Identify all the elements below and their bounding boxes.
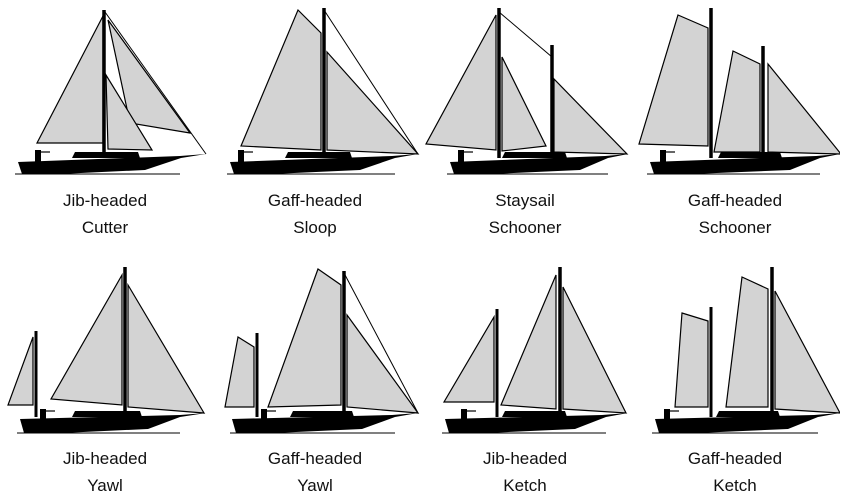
hull: [230, 154, 418, 174]
rig-gaff-headed-ketch: Gaff-headed Ketch: [630, 247, 840, 495]
rig-label-line-1: Staysail: [495, 191, 555, 210]
jib-headed-ketch-illustration: [442, 267, 628, 434]
forestay: [104, 11, 207, 155]
jib: [767, 62, 840, 155]
foresail: [425, 14, 497, 151]
cabin: [285, 152, 352, 158]
rig-label-line-1: Gaff-headed: [687, 449, 783, 468]
jib: [562, 286, 628, 414]
cabin: [716, 411, 780, 417]
rig-jib-headed-yawl: Jib-headed Yawl: [0, 247, 210, 495]
cabin: [72, 152, 140, 158]
staysail-schooner-illustration: [425, 8, 629, 175]
mizzen: [442, 314, 495, 403]
jib: [774, 290, 840, 414]
topmast-stay: [343, 272, 419, 414]
mainsail: [36, 15, 104, 144]
rig-label: Jib-headed Cutter: [0, 187, 210, 241]
gaff-headed-sloop-illustration: [227, 8, 420, 175]
cockpit-post: [40, 409, 46, 423]
rig-label-line-1: Gaff-headed: [267, 449, 363, 468]
mizzen: [7, 336, 34, 406]
gaff-mainsail: [267, 268, 342, 408]
rig-label: Gaff-headed Sloop: [210, 187, 420, 241]
rig-label-line-2: Cutter: [81, 218, 129, 237]
mainsail: [500, 274, 557, 410]
jib: [326, 50, 420, 155]
rig-gaff-headed-yawl: Gaff-headed Yawl: [210, 247, 420, 495]
cabin: [72, 411, 142, 417]
rig-label: Gaff-headed Ketch: [630, 445, 840, 499]
rig-label-line-1: Gaff-headed: [267, 191, 363, 210]
hull: [650, 154, 840, 174]
gaff-headed-schooner-illustration: [638, 8, 840, 175]
cockpit-post: [461, 409, 467, 423]
rig-jib-headed-cutter: Jib-headed Cutter: [0, 0, 210, 246]
rig-label-line-1: Jib-headed: [62, 449, 148, 468]
rig-label: Jib-headed Ketch: [420, 445, 630, 499]
gaff-mainsail: [713, 50, 761, 153]
topmast-stay: [323, 9, 419, 155]
rig-gaff-headed-sloop: Gaff-headed Sloop: [210, 0, 420, 246]
rig-label-line-2: Sloop: [293, 218, 337, 237]
cockpit-post: [35, 150, 41, 164]
rig-label: Gaff-headed Yawl: [210, 445, 420, 499]
rig-label-line-1: Jib-headed: [62, 191, 148, 210]
main-staysail: [501, 56, 547, 152]
rig-jib-headed-ketch: Jib-headed Ketch: [420, 247, 630, 495]
rig-label: Jib-headed Yawl: [0, 445, 210, 499]
cockpit-post: [664, 409, 670, 423]
cabin: [718, 152, 782, 158]
hull: [445, 413, 628, 433]
cabin: [502, 411, 567, 417]
hull: [450, 154, 628, 174]
rig-label: Gaff-headed Schooner: [630, 187, 840, 241]
rig-staysail-schooner: Staysail Schooner: [420, 0, 630, 246]
rig-label-line-2: Ketch: [503, 476, 547, 495]
gaff-mainsail: [240, 8, 322, 151]
spring-stay: [498, 11, 553, 58]
rig-label: Staysail Schooner: [420, 187, 630, 241]
hull: [20, 413, 206, 433]
cabin: [290, 411, 354, 417]
rig-label-line-2: Schooner: [698, 218, 772, 237]
gaff-foresail: [638, 14, 709, 147]
gaff-mizzen: [674, 312, 709, 408]
gaff-headed-yawl-illustration: [224, 268, 420, 434]
rig-label-line-2: Yawl: [297, 476, 333, 495]
mainsail: [50, 272, 123, 406]
hull: [232, 413, 418, 433]
jib: [127, 282, 206, 414]
rig-gaff-headed-schooner: Gaff-headed Schooner: [630, 0, 840, 246]
gaff-mizzen: [224, 336, 255, 408]
jib-headed-yawl-illustration: [7, 267, 206, 434]
mainsail: [553, 77, 629, 155]
rig-label-line-2: Yawl: [87, 476, 123, 495]
rig-label-line-1: Jib-headed: [482, 449, 568, 468]
jib-headed-cutter-illustration: [15, 10, 207, 175]
cabin: [502, 152, 567, 158]
hull: [18, 154, 206, 174]
rig-label-line-1: Gaff-headed: [687, 191, 783, 210]
gaff-headed-ketch-illustration: [652, 267, 840, 434]
hull: [655, 413, 840, 433]
rig-label-line-2: Ketch: [713, 476, 757, 495]
jib: [107, 19, 192, 134]
staysail: [105, 72, 154, 151]
rig-label-line-2: Schooner: [488, 218, 562, 237]
cockpit-post: [458, 150, 464, 164]
cockpit-post: [238, 150, 244, 164]
jib: [346, 313, 420, 414]
cockpit-post: [261, 409, 267, 423]
cockpit-post: [660, 150, 666, 164]
gaff-mainsail: [725, 276, 769, 408]
